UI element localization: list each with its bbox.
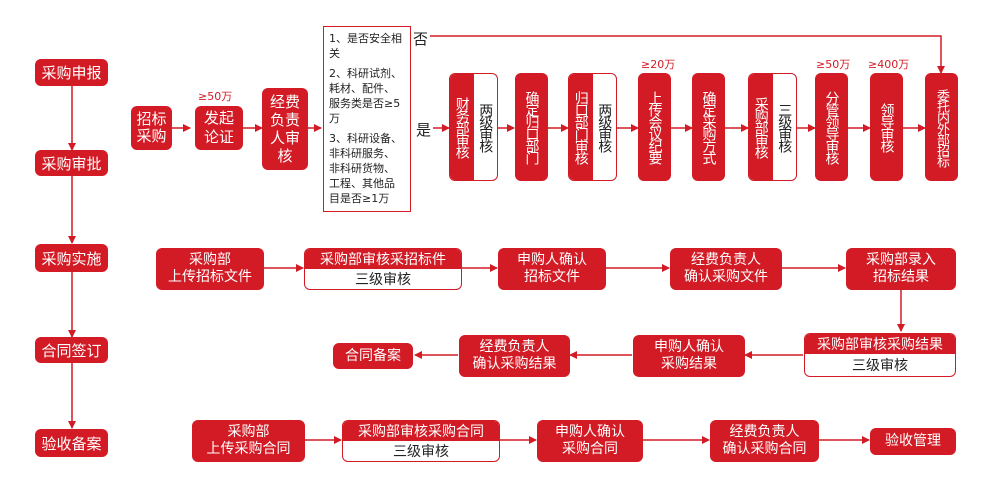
stage-apply[interactable]: 采购申报 [35, 59, 108, 86]
no-label: 否 [413, 30, 429, 48]
upload-minutes-node[interactable]: 上传会议纪要 [638, 73, 671, 181]
enter-tender-result-node[interactable]: 采购部录入 招标结果 [846, 248, 956, 290]
node-main: 采购部审核 [749, 74, 773, 180]
contract-filing-node[interactable]: 合同备案 [333, 343, 413, 369]
review-result-node[interactable]: 采购部审核采购结果 三级审核 [804, 333, 956, 377]
node-sub: 三级审核 [355, 272, 411, 288]
node-sub: 两级审核 [596, 103, 613, 151]
threshold-label: ≥50万 [198, 90, 233, 103]
node-sub: 三级审核 [776, 103, 793, 151]
requester-confirm-contract-node[interactable]: 申购人确认 采购合同 [537, 420, 643, 462]
fund-manager-review-node[interactable]: 经费负责人审核 [262, 88, 308, 170]
node-main: 采购部审核采招标件 [305, 249, 461, 269]
stage-acceptance[interactable]: 验收备案 [35, 429, 108, 457]
requester-confirm-result-node[interactable]: 申购人确认 采购结果 [633, 335, 745, 377]
condition-item: 2、科研试剂、耗材、配件、服务类是否≥5万 [329, 67, 402, 125]
requester-confirm-tender-node[interactable]: 申购人确认 招标文件 [498, 248, 606, 290]
tender-procurement-node[interactable]: 招标采购 [131, 106, 172, 150]
leader-in-charge-review-node[interactable]: 分管领导审核 [815, 73, 848, 181]
node-main: 采购部审核采购结果 [805, 334, 955, 354]
node-sub: 两级审核 [477, 103, 494, 151]
upload-contract-node[interactable]: 采购部 上传采购合同 [192, 420, 305, 462]
condition-note: 1、是否安全相关 2、科研试剂、耗材、配件、服务类是否≥5万 3、科研设备、非科… [323, 26, 411, 212]
determine-dept-node[interactable]: 确定归口部门 [515, 73, 548, 181]
leader-review-node[interactable]: 领导审核 [870, 73, 903, 181]
node-sub: 三级审核 [852, 358, 908, 374]
fund-confirm-contract-node[interactable]: 经费负责人 确认采购合同 [710, 420, 819, 462]
upload-tender-doc-node[interactable]: 采购部 上传招标文件 [156, 248, 264, 290]
node-main: 财务部审核 [450, 74, 474, 180]
review-tender-doc-node[interactable]: 采购部审核采招标件 三级审核 [304, 248, 462, 290]
finance-dept-review-node[interactable]: 财务部审核 两级审核 [449, 73, 498, 181]
stage-contract[interactable]: 合同签订 [35, 337, 108, 363]
fund-confirm-result-node[interactable]: 经费负责人 确认采购结果 [459, 335, 570, 377]
stage-approve[interactable]: 采购审批 [35, 150, 108, 176]
node-main: 采购部审核采购合同 [343, 421, 499, 441]
stage-implement[interactable]: 采购实施 [35, 244, 108, 272]
node-sub: 三级审核 [393, 444, 449, 460]
acceptance-management-node[interactable]: 验收管理 [870, 428, 956, 455]
entrust-tender-node[interactable]: 委托内外部招标 [925, 73, 958, 181]
threshold-label: ≥20万 [641, 58, 676, 71]
procurement-review-node[interactable]: 采购部审核 三级审核 [748, 73, 797, 181]
determine-method-node[interactable]: 确定采购方式 [692, 73, 725, 181]
condition-item: 1、是否安全相关 [329, 32, 402, 60]
review-contract-node[interactable]: 采购部审核采购合同 三级审核 [342, 420, 500, 462]
threshold-label: ≥50万 [816, 58, 851, 71]
fund-confirm-doc-node[interactable]: 经费负责人 确认采购文件 [670, 248, 782, 290]
condition-item: 3、科研设备、非科研服务、非科研货物、工程、其他品目是否≥1万 [329, 132, 402, 205]
threshold-label: ≥400万 [868, 58, 910, 71]
dept-review-node[interactable]: 归口部门审核 两级审核 [568, 73, 617, 181]
node-main: 归口部门审核 [569, 74, 593, 180]
yes-label: 是 [416, 121, 432, 139]
no-branch-arrow [430, 35, 945, 74]
initiate-argument-node[interactable]: 发起论证 [195, 106, 243, 150]
